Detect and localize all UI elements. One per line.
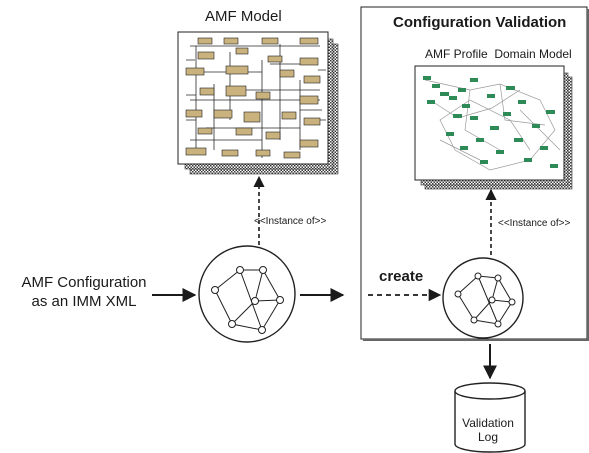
configuration-instance-graph [198,245,296,343]
amf-configuration-line2: as an IMM XML [31,293,137,310]
validation-log-cylinder [454,382,526,453]
validation-log-line1: Validation [462,416,514,430]
amf-profile-diagram [414,65,573,190]
amf-model-title: AMF Model [205,8,282,25]
profile-instance-graph [442,257,524,339]
amf-profile-domain-model-title: AMF Profile Domain Model [425,47,572,61]
instance-of-label-left: <<Instance of>> [254,216,327,227]
amf-configuration-label: AMF Configuration as an IMM XML [14,273,154,311]
create-label: create [379,268,424,285]
instance-of-label-right: <<Instance of>> [498,218,571,229]
validation-log-label: Validation Log [451,416,525,444]
profile-thumbnail-nodes [423,76,558,168]
profile-thumbnail-links [424,79,561,171]
configuration-validation-title: Configuration Validation [393,14,567,31]
amf-configuration-line1: AMF Configuration [21,274,147,291]
amf-model-diagram [177,31,339,175]
amf-model-classes [185,37,321,159]
validation-log-line2: Log [477,430,499,444]
